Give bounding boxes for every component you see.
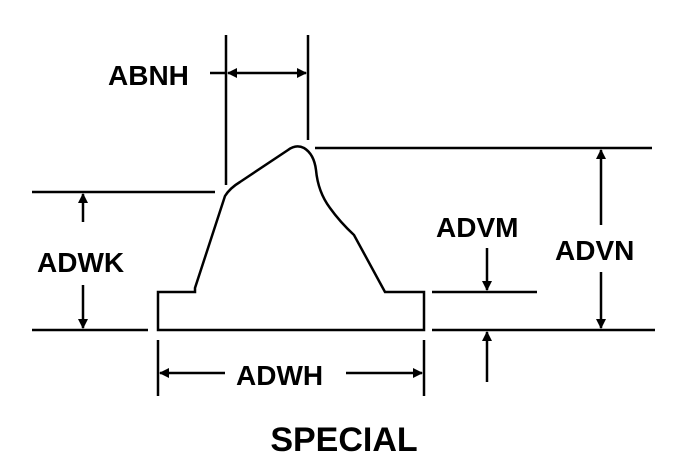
part-profile bbox=[156, 145, 426, 332]
advm-label: ADVM bbox=[436, 212, 518, 243]
adwh-label: ADWH bbox=[236, 360, 323, 391]
advn-label: ADVN bbox=[555, 235, 634, 266]
diagram-title: SPECIAL bbox=[270, 421, 417, 458]
adwk-label: ADWK bbox=[37, 247, 124, 278]
abnh-label: ABNH bbox=[108, 60, 189, 91]
